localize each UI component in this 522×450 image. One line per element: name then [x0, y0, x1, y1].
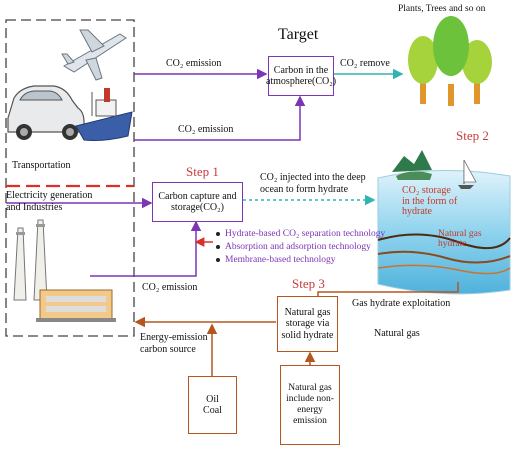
- target-title: Target: [278, 26, 319, 43]
- edge-label-co2-emission-bottom: CO₂ emission: [142, 282, 198, 293]
- edge-factory-to-step1: [90, 220, 202, 277]
- trees-icon: [408, 16, 492, 106]
- bullet-icon: [216, 257, 220, 262]
- edge-label-co2-emission-mid: CO₂ emission: [178, 124, 234, 135]
- ship-icon: [75, 88, 133, 141]
- edge-label-co2-emission-top: CO₂ emission: [166, 58, 222, 69]
- bullet-icon: [216, 244, 220, 249]
- tech-text: Absorption and adsorption technology: [225, 242, 371, 252]
- car-icon: [7, 85, 85, 140]
- tech-item-hydrate: Hydrate-based CO₂ separation technology: [216, 229, 385, 239]
- ocean-illustration: [377, 150, 511, 295]
- non-energy-gas-box: Natural gas include non- energy emission: [280, 365, 340, 445]
- step2-title: Step 2: [456, 128, 489, 143]
- transportation-label: Transportation: [12, 160, 71, 171]
- sources-frame: [5, 19, 135, 337]
- airplane-icon: [61, 29, 127, 81]
- oil-coal-box: Oil Coal: [188, 376, 237, 434]
- edge-label-co2-injected: CO₂ injected into the deep ocean to form…: [260, 172, 366, 195]
- tech-text: Membrane-based technology: [225, 255, 336, 265]
- energy-emission-label: Energy-emission carbon source: [140, 332, 208, 355]
- edge-industry-to-atmosphere: [134, 95, 306, 141]
- edge-label-co2-remove: CO₂ remove: [340, 58, 390, 69]
- atmosphere-box: Carbon in the atmosphere(CO₂): [266, 56, 336, 96]
- carbon-capture-box: Carbon capture and storage(CO₂): [152, 182, 243, 222]
- step3-title: Step 3: [292, 276, 325, 291]
- edge-label-natural-gas: Natural gas: [374, 328, 420, 339]
- tech-text: Hydrate-based CO₂ separation technology: [225, 229, 386, 239]
- bullet-icon: [216, 231, 220, 236]
- factory-icon: [13, 219, 116, 322]
- step1-title: Step 1: [186, 164, 219, 179]
- electricity-label: Electricity generation and Industries: [6, 190, 93, 213]
- co2-storage-label: CO₂ storage in the form of hydrate: [402, 185, 458, 217]
- gas-storage-box: Natural gas storage via solid hydrate: [277, 296, 338, 352]
- tech-item-absorption: Absorption and adsorption technology: [216, 242, 371, 252]
- tech-item-membrane: Membrane-based technology: [216, 255, 336, 265]
- natural-gas-hydrate-label: Natural gas hydrate: [438, 229, 482, 249]
- plants-label: Plants, Trees and so on: [398, 4, 486, 14]
- edge-label-hydrate-exploitation: Gas hydrate exploitation: [352, 298, 451, 309]
